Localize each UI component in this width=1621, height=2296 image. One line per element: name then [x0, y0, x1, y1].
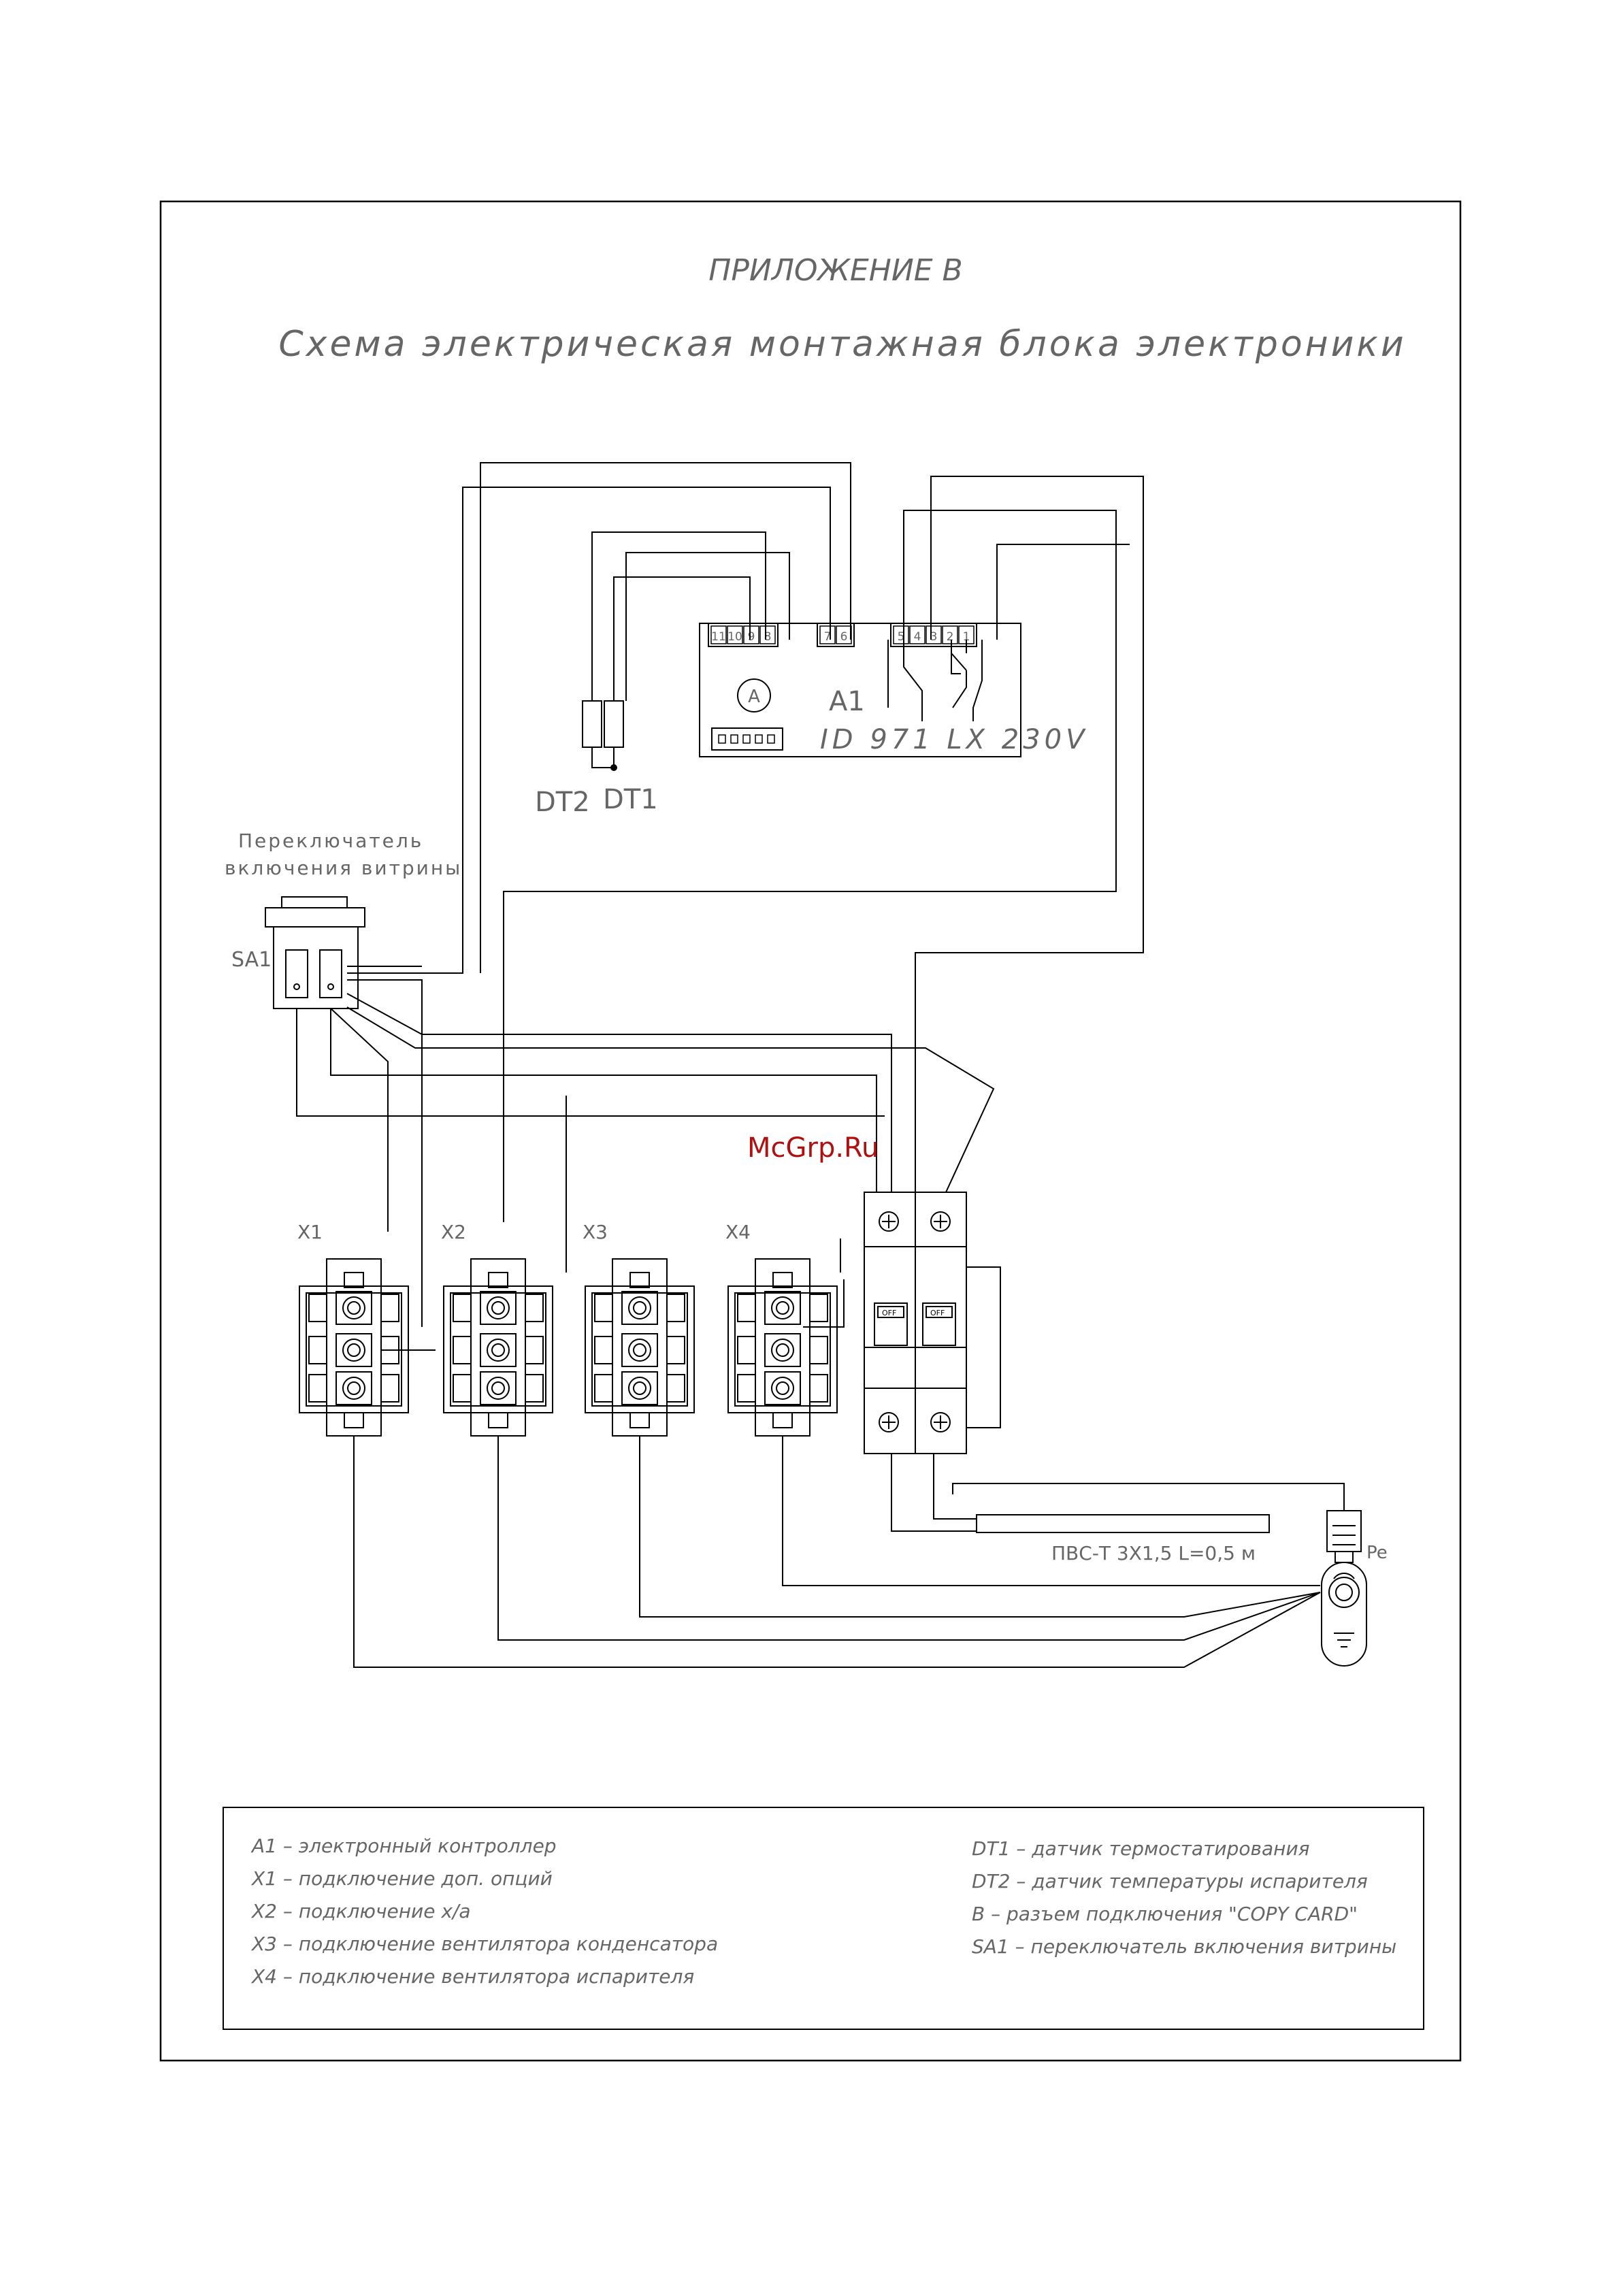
terminal-block-label: X2 — [441, 1221, 466, 1243]
switch-caption-line1: Переключатель — [238, 830, 423, 852]
sensor-dt2-label: DT2 — [535, 787, 590, 818]
controller-terminal — [759, 625, 776, 644]
legend-item: X2 – подключение х/а — [250, 1900, 471, 1922]
socket-pin — [742, 734, 751, 744]
controller-connector-label: A — [748, 687, 760, 707]
controller-terminal — [743, 625, 759, 644]
terminal-block-x1 — [299, 1258, 409, 1437]
controller-model: ID 971 LX 230V — [820, 724, 1089, 755]
controller-terminal — [710, 625, 727, 644]
terminal-block-label: X4 — [725, 1221, 751, 1243]
switch-sa1 — [265, 896, 365, 1009]
legend-item: X4 – подключение вентилятора испарителя — [250, 1965, 694, 1988]
legend-item: DT2 – датчик температуры испарителя — [972, 1870, 1368, 1892]
socket-pin — [755, 734, 763, 744]
controller-terminal-label: 4 — [914, 630, 921, 644]
terminal-block-x2 — [443, 1258, 553, 1437]
terminal-blocks — [299, 1258, 838, 1437]
switch-caption-line2: включения витрины — [225, 857, 462, 879]
terminal-block-label: X1 — [297, 1221, 323, 1243]
outer-frame — [159, 200, 1462, 2062]
controller-terminal-label: 1 — [963, 630, 970, 644]
controller-terminal-label: 2 — [947, 630, 954, 644]
wires — [296, 462, 1321, 1668]
legend-left: A1 – электронный контроллер X1 – подключе… — [250, 1835, 718, 1988]
controller-terminal-label: 6 — [840, 630, 848, 644]
legend-item: SA1 – переключатель включения витрины — [972, 1935, 1396, 1958]
socket-pin — [718, 734, 726, 744]
controller-connector — [737, 678, 771, 712]
sensor-dt1-label: DT1 — [603, 784, 658, 815]
controller-ref: A1 — [829, 686, 865, 717]
controller-terminal-label: 9 — [748, 630, 755, 644]
controller-terminal-label: 11 — [711, 630, 726, 644]
sensor-dt1 — [604, 552, 790, 771]
controller-terminal-label: 8 — [764, 630, 772, 644]
copy-card-socket — [711, 727, 783, 751]
socket-pin — [730, 734, 738, 744]
controller-terminal-label: 3 — [930, 630, 938, 644]
appendix-title: ПРИЛОЖЕНИЕ В — [708, 253, 962, 288]
controller-terminal-label: 5 — [898, 630, 905, 644]
legend-item: В – разъем подключения "COPY CARD" — [972, 1903, 1358, 1925]
legend-item: DT1 – датчик термостатирования — [972, 1837, 1310, 1860]
controller-terminal — [926, 625, 942, 644]
terminal-block-label: X3 — [583, 1221, 608, 1243]
supply-cable — [891, 1454, 1345, 1533]
legend-frame — [223, 1807, 1424, 2030]
watermark: McGrp.Ru — [747, 1132, 879, 1164]
controller-terminal — [942, 625, 958, 644]
controller-terminal — [819, 625, 836, 644]
cable-label: ПВС-Т 3Х1,5 L=0,5 м — [1051, 1542, 1256, 1564]
terminal-block-x3 — [585, 1258, 695, 1437]
diagram-title: Схема электрическая монтажная блока элек… — [278, 324, 1406, 365]
breaker-off-left: OFF — [882, 1309, 896, 1317]
ground-plug — [1321, 1510, 1367, 1667]
plug-ref: Pe — [1366, 1543, 1388, 1563]
legend-item: X3 – подключение вентилятора конденсатор… — [250, 1933, 718, 1955]
switch-ref: SA1 — [231, 948, 272, 972]
controller-terminal-label: 7 — [824, 630, 832, 644]
socket-pin — [767, 734, 775, 744]
controller-terminal-label: 10 — [727, 630, 742, 644]
legend-item: A1 – электронный контроллер — [250, 1835, 557, 1857]
legend-item: X1 – подключение доп. опций — [250, 1867, 553, 1890]
controller-terminal — [893, 625, 909, 644]
breaker-off-right: OFF — [930, 1309, 945, 1317]
controller-terminal — [909, 625, 926, 644]
terminal-block-x4 — [727, 1258, 838, 1437]
sensor-dt2 — [582, 531, 766, 768]
controller-terminal — [727, 625, 743, 644]
circuit-breaker — [864, 1192, 1001, 1454]
